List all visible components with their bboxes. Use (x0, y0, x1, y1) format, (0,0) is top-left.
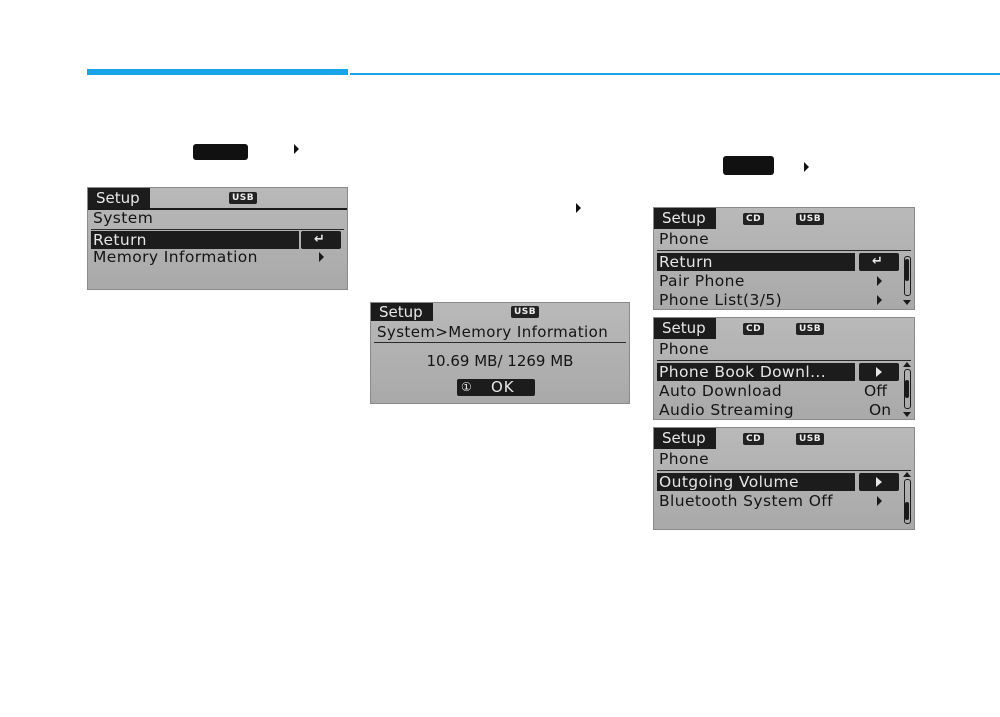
menu-item-phone-book-download[interactable]: Phone Book Downl... (657, 363, 855, 381)
return-button[interactable]: ↵ (859, 253, 899, 271)
scrollbar-track (904, 369, 911, 409)
menu-item-bluetooth-system-off[interactable]: Bluetooth System Off (659, 492, 834, 510)
section-rule-thin (350, 73, 1000, 75)
usb-badge: USB (229, 192, 258, 204)
divider (657, 470, 911, 471)
cd-badge: CD (743, 433, 765, 445)
usb-badge: USB (796, 213, 825, 225)
chevron-right-icon (877, 496, 882, 506)
scrollbar[interactable] (903, 472, 911, 528)
menu-item-phone-list[interactable]: Phone List(3/5) (659, 291, 783, 309)
chevron-right-icon (319, 252, 324, 262)
audio-streaming-value: On (869, 401, 892, 419)
submenu-button[interactable] (859, 363, 899, 381)
ok-number-icon: ① (461, 380, 472, 394)
auto-download-value: Off (864, 382, 887, 400)
screen-memory-information: Setup USB System>Memory Information 10.6… (370, 302, 630, 404)
screen-header: Phone (659, 340, 710, 358)
arrow-right-icon (294, 144, 299, 154)
return-button[interactable]: ↵ (301, 231, 341, 249)
section-rule-thick (87, 69, 348, 75)
setup-key[interactable] (193, 144, 248, 160)
scroll-up-icon[interactable] (903, 362, 911, 367)
tab-bar: Setup CD USB (654, 208, 914, 229)
menu-item-label: Return (659, 253, 713, 271)
cd-badge: CD (743, 323, 765, 335)
scrollbar-thumb[interactable] (905, 502, 909, 520)
screen-header: Phone (659, 230, 710, 248)
menu-item-return[interactable]: Return (91, 231, 299, 249)
arrow-right-icon (804, 162, 809, 172)
return-icon: ↵ (872, 254, 883, 269)
scrollbar-track (904, 256, 911, 296)
menu-item-outgoing-volume[interactable]: Outgoing Volume (657, 473, 855, 491)
scroll-down-icon[interactable] (903, 300, 911, 305)
chevron-right-icon (877, 295, 882, 305)
scrollbar-thumb[interactable] (905, 380, 909, 398)
divider (91, 229, 344, 230)
screen-system: Setup USB System Return ↵ Memory Informa… (87, 187, 348, 290)
screen-header: Phone (659, 450, 710, 468)
tab-bar: Setup CD USB (654, 428, 914, 449)
scrollbar-track (904, 479, 911, 524)
cd-badge: CD (743, 213, 765, 225)
menu-item-label: Return (93, 231, 147, 249)
divider (657, 250, 911, 251)
tab-bar: Setup CD USB (654, 318, 914, 339)
scrollbar[interactable] (903, 256, 911, 308)
tab-setup[interactable]: Setup (654, 428, 716, 449)
scroll-down-icon[interactable] (903, 412, 911, 417)
screen-phone-3: Setup CD USB Phone Outgoing Volume Bluet… (653, 427, 915, 530)
scroll-up-icon[interactable] (903, 472, 911, 477)
return-icon: ↵ (314, 232, 325, 247)
usb-badge: USB (511, 306, 540, 318)
menu-item-return[interactable]: Return (657, 253, 855, 271)
chevron-right-icon (876, 477, 882, 487)
arrow-right-icon (576, 203, 581, 213)
ok-button[interactable]: ① OK (457, 379, 535, 396)
screen-phone-1: Setup CD USB Phone Return ↵ Pair Phone P… (653, 207, 915, 310)
tab-bar: Setup USB (88, 188, 347, 210)
tab-setup[interactable]: Setup (654, 208, 716, 229)
menu-item-label: Phone Book Downl... (659, 363, 827, 381)
tab-setup[interactable]: Setup (371, 303, 433, 321)
screen-phone-2: Setup CD USB Phone Phone Book Downl... A… (653, 317, 915, 420)
menu-item-audio-streaming[interactable]: Audio Streaming (659, 401, 795, 419)
tab-setup[interactable]: Setup (88, 188, 150, 208)
scrollbar[interactable] (903, 362, 911, 418)
tab-setup[interactable]: Setup (654, 318, 716, 339)
divider (374, 342, 626, 343)
menu-item-memory-information[interactable]: Memory Information (93, 248, 258, 266)
usb-badge: USB (796, 323, 825, 335)
chevron-right-icon (877, 276, 882, 286)
chevron-right-icon (876, 367, 882, 377)
screen-header: System (93, 209, 154, 227)
submenu-button[interactable] (859, 473, 899, 491)
memory-value: 10.69 MB/ 1269 MB (426, 352, 574, 370)
scrollbar-thumb[interactable] (905, 259, 909, 281)
ok-label: OK (491, 378, 515, 396)
menu-item-pair-phone[interactable]: Pair Phone (659, 272, 745, 290)
usb-badge: USB (796, 433, 825, 445)
menu-item-label: Outgoing Volume (659, 473, 799, 491)
menu-item-auto-download[interactable]: Auto Download (659, 382, 783, 400)
tab-bar: Setup USB (371, 303, 629, 321)
divider (657, 360, 911, 361)
phone-key[interactable] (723, 156, 774, 175)
screen-header: System>Memory Information (377, 323, 609, 341)
